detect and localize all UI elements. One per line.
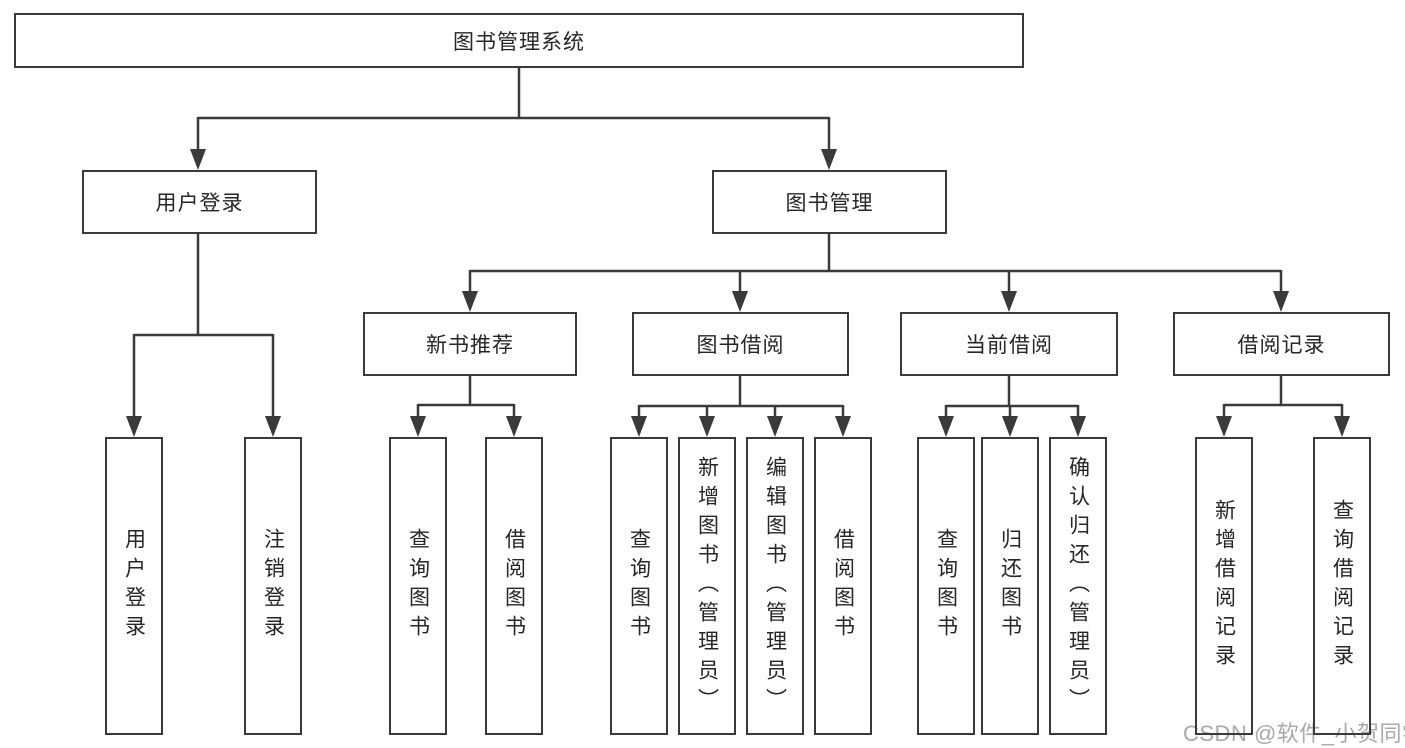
leaf-user-login: 用户登录 <box>105 437 163 735</box>
node-label: 图书借阅 <box>696 334 785 357</box>
leaf-borrow-books-recommend: 借阅图书 <box>485 437 543 735</box>
leaf-label: 查询借阅记录 <box>1330 499 1354 673</box>
leaf-query-borrow-record: 查询借阅记录 <box>1313 437 1371 735</box>
arrowhead-icon <box>265 416 281 437</box>
connector-current-borrowing-branch <box>938 376 1086 437</box>
node-label: 图书管理 <box>785 192 874 215</box>
leaf-query-books-recommend: 查询图书 <box>389 437 447 735</box>
node-label: 新书推荐 <box>426 334 514 357</box>
arrowhead-icon <box>1070 416 1086 437</box>
leaf-add-books-admin: 新增图书（管理员） <box>678 437 736 735</box>
leaf-query-books-borrowing: 查询图书 <box>610 437 668 735</box>
arrowhead-icon <box>1216 416 1232 437</box>
leaf-query-books-current: 查询图书 <box>917 437 975 735</box>
leaf-label: 借阅图书 <box>831 528 855 644</box>
arrowhead-icon <box>1001 291 1017 312</box>
arrowhead-icon <box>1002 416 1018 437</box>
arrowhead-icon <box>190 149 206 170</box>
node-user-login: 用户登录 <box>82 170 317 234</box>
connector-records-branch <box>1216 376 1350 437</box>
arrowhead-icon <box>410 416 426 437</box>
node-root-label: 图书管理系统 <box>453 30 585 54</box>
connector-level2-to-level3 <box>462 234 1289 312</box>
arrowhead-icon <box>699 416 715 437</box>
leaf-label: 归还图书 <box>998 528 1022 644</box>
arrowhead-icon <box>732 291 748 312</box>
node-current-borrowing: 当前借阅 <box>900 312 1118 376</box>
leaf-logout: 注销登录 <box>244 437 302 735</box>
node-borrowing-records: 借阅记录 <box>1173 312 1390 376</box>
leaf-label: 用户登录 <box>122 528 146 644</box>
leaf-label: 借阅图书 <box>502 528 526 644</box>
leaf-label: 查询图书 <box>934 528 958 644</box>
leaf-add-borrow-record: 新增借阅记录 <box>1195 437 1253 735</box>
connector-root-to-level2 <box>190 68 837 170</box>
leaf-label: 查询图书 <box>627 528 651 644</box>
leaf-label: 确认归还（管理员） <box>1066 455 1090 717</box>
node-label: 当前借阅 <box>965 334 1053 357</box>
csdn-watermark: CSDN @软件_小贺同学 <box>1183 721 1405 746</box>
leaf-label: 新增借阅记录 <box>1212 499 1236 673</box>
node-new-book-recommend: 新书推荐 <box>363 312 577 376</box>
leaf-label: 新增图书（管理员） <box>695 455 719 717</box>
arrowhead-icon <box>126 416 142 437</box>
arrowhead-icon <box>1273 291 1289 312</box>
arrowhead-icon <box>462 291 478 312</box>
arrowhead-icon <box>1334 416 1350 437</box>
connector-book-borrowing-branch <box>631 376 851 437</box>
arrowhead-icon <box>835 416 851 437</box>
node-root: 图书管理系统 <box>14 13 1024 68</box>
arrowhead-icon <box>938 416 954 437</box>
node-label: 用户登录 <box>155 192 244 215</box>
arrowhead-icon <box>506 416 522 437</box>
connector-user-login-branch <box>126 234 281 437</box>
arrowhead-icon <box>631 416 647 437</box>
node-book-management: 图书管理 <box>712 170 947 234</box>
node-label: 借阅记录 <box>1237 334 1326 357</box>
leaf-confirm-return-admin: 确认归还（管理员） <box>1049 437 1107 735</box>
leaf-borrow-books: 借阅图书 <box>814 437 872 735</box>
leaf-label: 查询图书 <box>406 528 430 644</box>
connector-new-book-branch <box>410 376 522 437</box>
leaf-return-books: 归还图书 <box>981 437 1039 735</box>
leaf-label: 编辑图书（管理员） <box>763 455 787 717</box>
arrowhead-icon <box>767 416 783 437</box>
leaf-edit-books-admin: 编辑图书（管理员） <box>746 437 804 735</box>
node-book-borrowing: 图书借阅 <box>632 312 849 376</box>
arrowhead-icon <box>821 149 837 170</box>
leaf-label: 注销登录 <box>261 528 285 644</box>
